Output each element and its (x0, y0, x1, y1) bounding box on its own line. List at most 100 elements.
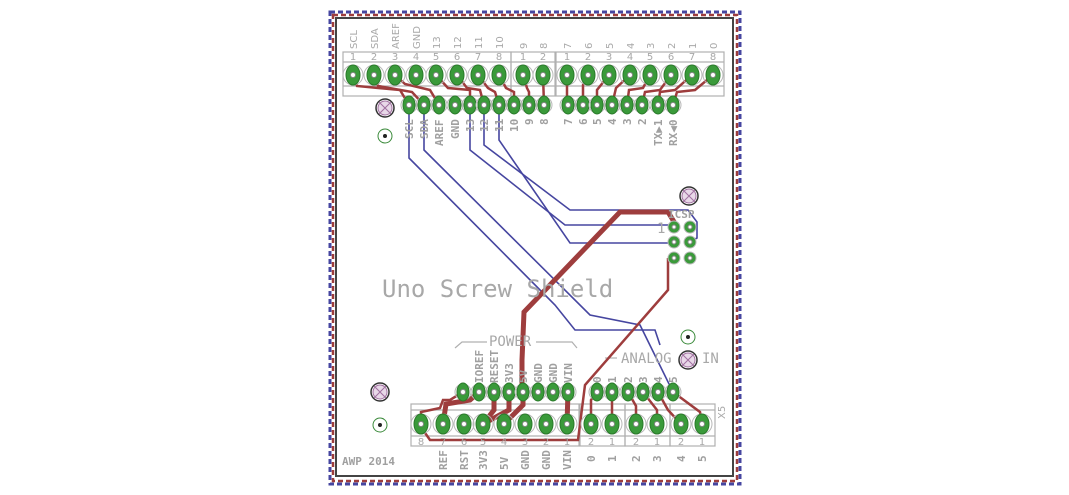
silk-labels: SCL1SDA2AREF3GND413512611710891827162534… (349, 23, 720, 470)
header-pin-label: AREF (433, 120, 446, 147)
icsp-pad (667, 235, 681, 249)
icsp-pad (667, 251, 681, 265)
pad (664, 95, 682, 115)
power-header-label: GND (547, 363, 560, 383)
power-header-label: 5V (517, 369, 530, 383)
bottom-copper-traces (408, 105, 698, 391)
pad (470, 382, 488, 402)
pad (425, 64, 447, 86)
terminal-pin-number: 8 (496, 52, 502, 63)
header-pin-label: SCL (403, 119, 416, 139)
terminal-signal-label: 0 (709, 43, 720, 49)
terminal-pin-number: 7 (689, 52, 695, 63)
pad (603, 382, 621, 402)
terminal-signal-label: 9 (519, 43, 530, 49)
analog-header-label: 0 (591, 376, 604, 383)
terminal-pin-number: 1 (564, 437, 570, 448)
terminal-pin-number: 1 (609, 437, 615, 448)
terminal-pin-number: 6 (454, 52, 460, 63)
terminal-signal-label: 12 (453, 36, 464, 49)
header-pin-label: RX◀0 (667, 120, 680, 147)
pad (446, 64, 468, 86)
analog-header-label: 4 (652, 376, 665, 383)
pad (598, 64, 620, 86)
pad (619, 382, 637, 402)
terminal-signal-label: AREF (391, 23, 402, 49)
board-title: Uno Screw Shield (382, 275, 613, 303)
pad (601, 413, 623, 435)
header-pin-label: GND (449, 119, 462, 139)
pad (670, 413, 692, 435)
board-credit: AWP 2014 (342, 455, 395, 468)
pad (461, 95, 479, 115)
pad (415, 95, 433, 115)
terminal-pin-number: 2 (585, 52, 591, 63)
pad (514, 382, 532, 402)
terminal-signal-label: 10 (495, 36, 506, 49)
terminal-signal-label: 3V3 (477, 450, 490, 470)
header-pin-label: 2 (636, 118, 649, 125)
terminal-pin-number: 1 (350, 52, 356, 63)
header-pin-label: 11 (493, 118, 506, 132)
pad (691, 413, 713, 435)
pad (493, 413, 515, 435)
terminal-signal-label: 6 (584, 43, 595, 49)
pad (556, 64, 578, 86)
pad (532, 64, 554, 86)
pad (514, 413, 536, 435)
pad (488, 64, 510, 86)
terminal-pin-number: 2 (678, 437, 684, 448)
mounting-hole-icon (370, 382, 390, 402)
pad (577, 64, 599, 86)
fiducial-icon (377, 128, 393, 144)
pad (384, 64, 406, 86)
mounting-holes (370, 98, 699, 433)
header-pin-label: 7 (562, 118, 575, 125)
terminal-signal-label: GND (412, 26, 423, 49)
board-outline-red (331, 13, 739, 483)
terminal-pin-number: 2 (588, 437, 594, 448)
pad (432, 413, 454, 435)
pad (410, 413, 432, 435)
pad (430, 95, 448, 115)
terminal-pin-number: 4 (627, 52, 633, 63)
terminal-pin-number: 4 (413, 52, 419, 63)
terminal-pin-number: 3 (606, 52, 612, 63)
terminal-signal-label: 5 (696, 455, 709, 462)
pad (649, 382, 667, 402)
terminal-pin-number: 7 (475, 52, 481, 63)
power-header-label: RESET (488, 350, 501, 383)
pad (446, 95, 464, 115)
terminal-signal-label: 3 (646, 43, 657, 49)
pad (634, 382, 652, 402)
pad (529, 382, 547, 402)
pad (681, 64, 703, 86)
terminal-signal-label: RST (458, 450, 471, 470)
pad (639, 64, 661, 86)
terminal-pin-number: 2 (633, 437, 639, 448)
icsp-pad (683, 251, 697, 265)
icsp-pad (683, 220, 697, 234)
header-pin-label: 4 (606, 118, 619, 125)
terminal-signal-label: 8 (539, 43, 550, 49)
terminal-pin-number: 7 (440, 437, 446, 448)
pad (405, 64, 427, 86)
terminal-signal-label: 2 (667, 43, 678, 49)
terminal-pin-number: 1 (699, 437, 705, 448)
terminal-signal-label: 3 (651, 455, 664, 462)
terminal-signal-label: 1 (606, 455, 619, 462)
pad (512, 64, 534, 86)
pad (400, 95, 418, 115)
pad (588, 382, 606, 402)
mounting-hole-icon (375, 98, 395, 118)
terminal-pin-number: 2 (543, 437, 549, 448)
pad (633, 95, 651, 115)
terminal-signal-label: SDA (370, 28, 381, 49)
fiducial-icon (680, 329, 696, 345)
icsp-pin1-label: 1 (657, 221, 665, 237)
pad (556, 413, 578, 435)
terminal-pin-number: 2 (540, 52, 546, 63)
analog-header-label: 2 (622, 376, 635, 383)
analog-header-label: 1 (606, 376, 619, 383)
terminal-pin-number: 4 (501, 437, 507, 448)
